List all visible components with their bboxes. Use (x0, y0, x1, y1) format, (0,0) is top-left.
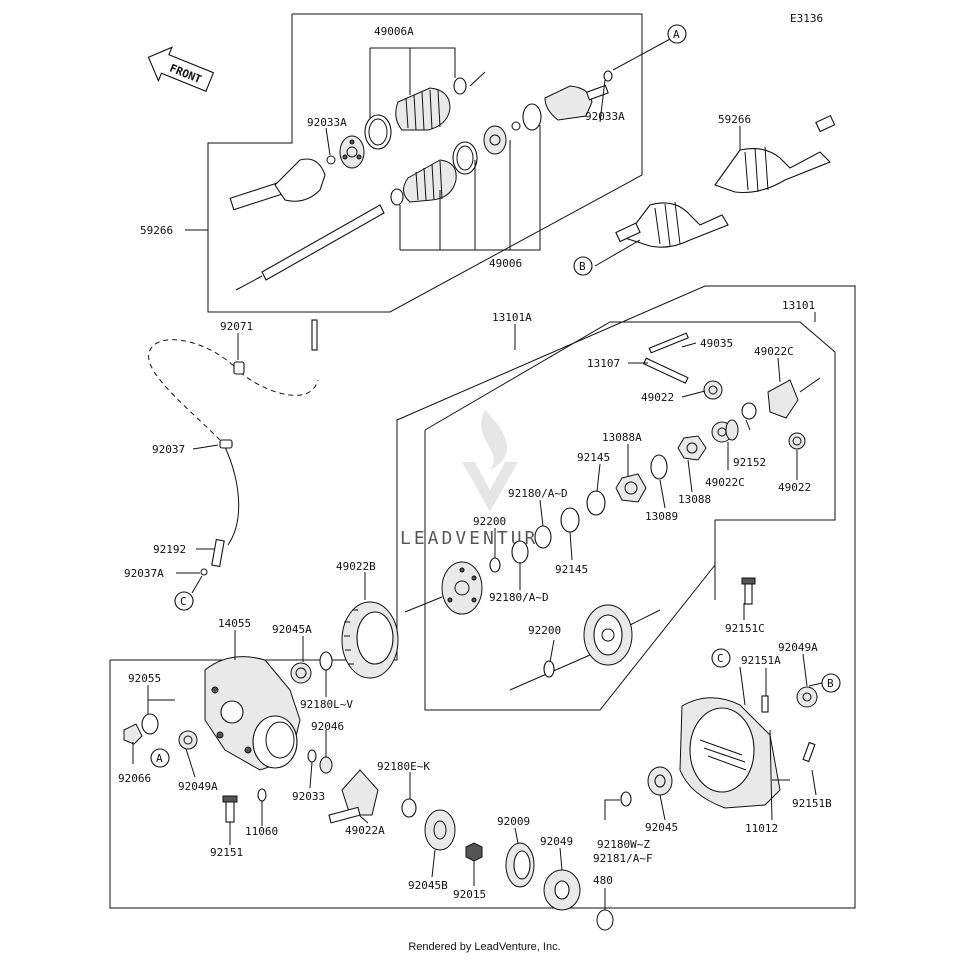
svg-text:B: B (579, 260, 586, 273)
part-label: 49035 (700, 337, 733, 350)
part-label: 92033 (292, 790, 325, 803)
differential-internals (341, 332, 821, 691)
part-label: 13101A (492, 311, 532, 324)
part-label: 92145 (555, 563, 588, 576)
gear-case-right (620, 577, 818, 809)
part-label: 92037 (152, 443, 185, 456)
part-label: 92049A (178, 780, 218, 793)
watermark: LEADVENTURE (400, 410, 552, 549)
right-axle-assembly (615, 114, 836, 248)
part-label: 92049A (778, 641, 818, 654)
svg-text:C: C (717, 652, 724, 665)
part-label: 92151 (210, 846, 243, 859)
part-label: 49022C (705, 476, 745, 489)
part-label: 92200 (528, 624, 561, 637)
part-label: 92192 (153, 543, 186, 556)
part-label: 92037A (124, 567, 164, 580)
part-label: 92045 (645, 821, 678, 834)
diff-case (441, 561, 483, 615)
part-label: 92049 (540, 835, 573, 848)
part-label: 92181/A~F (593, 852, 653, 865)
part-label: 14055 (218, 617, 251, 630)
part-label: 13101 (782, 299, 815, 312)
part-label: 92151C (725, 622, 765, 635)
part-labels: 49006A 92033A 92033A 59266 49006 59266 9… (118, 25, 832, 901)
part-label: 92180/A~D (508, 487, 568, 500)
svg-text:A: A (156, 752, 163, 765)
part-label: 92152 (733, 456, 766, 469)
part-label: 92180L~V (300, 698, 353, 711)
part-label: 480 (593, 874, 613, 887)
part-label: 49022 (778, 481, 811, 494)
part-label: 92033A (585, 110, 625, 123)
part-label: 92055 (128, 672, 161, 685)
part-label: 13088 (678, 493, 711, 506)
part-label: 59266 (140, 224, 173, 237)
part-label: 92045A (272, 623, 312, 636)
ring-gear (341, 601, 399, 679)
callout-c-right: C (711, 648, 731, 668)
part-label: 49022 (641, 391, 674, 404)
footer-credit: Rendered by LeadVenture, Inc. (408, 941, 561, 953)
part-label: 92046 (311, 720, 344, 733)
part-label: 92180E~K (377, 760, 430, 773)
part-label: 13089 (645, 510, 678, 523)
group-outlines (109, 13, 856, 909)
part-label: 92015 (453, 888, 486, 901)
part-label: 92009 (497, 815, 530, 828)
part-label: 92066 (118, 772, 151, 785)
part-label: 92180/A~D (489, 591, 549, 604)
watermark-text: LEADVENTURE (400, 528, 552, 549)
part-label: 49006 (489, 257, 522, 270)
callout-b-right: B (821, 673, 841, 693)
callout-a-bottom: A (150, 748, 170, 768)
part-label: 92033A (307, 116, 347, 129)
callout-a-top: A (667, 24, 687, 44)
svg-text:B: B (827, 677, 834, 690)
bearing-cage (339, 135, 365, 169)
part-label: 49006A (374, 25, 414, 38)
front-arrow: FRONT (147, 46, 215, 92)
part-label: 92200 (473, 515, 506, 528)
part-label: 11012 (745, 822, 778, 835)
gear-case-left (123, 651, 614, 931)
part-label: 92145 (577, 451, 610, 464)
diagram-code: E3136 (790, 12, 823, 25)
part-label: 13088A (602, 431, 642, 444)
part-label: 92180W~Z (597, 838, 650, 851)
part-label: 11060 (245, 825, 278, 838)
part-label: 59266 (718, 113, 751, 126)
callout-b-top: B (573, 256, 593, 276)
part-label: 49022C (754, 345, 794, 358)
leader-lines (132, 37, 823, 910)
part-label: 92151B (792, 797, 832, 810)
callout-c-left: C (174, 591, 194, 611)
sensor-wire (148, 339, 319, 576)
part-label: 92071 (220, 320, 253, 333)
part-label: 49022B (336, 560, 376, 573)
diff-cover (583, 604, 633, 666)
part-label: 13107 (587, 357, 620, 370)
part-label: 92151A (741, 654, 781, 667)
svg-text:C: C (180, 595, 187, 608)
part-label: 92045B (408, 879, 448, 892)
part-label: 49022A (345, 824, 385, 837)
front-axle-exploded (229, 70, 613, 351)
svg-text:A: A (673, 28, 680, 41)
